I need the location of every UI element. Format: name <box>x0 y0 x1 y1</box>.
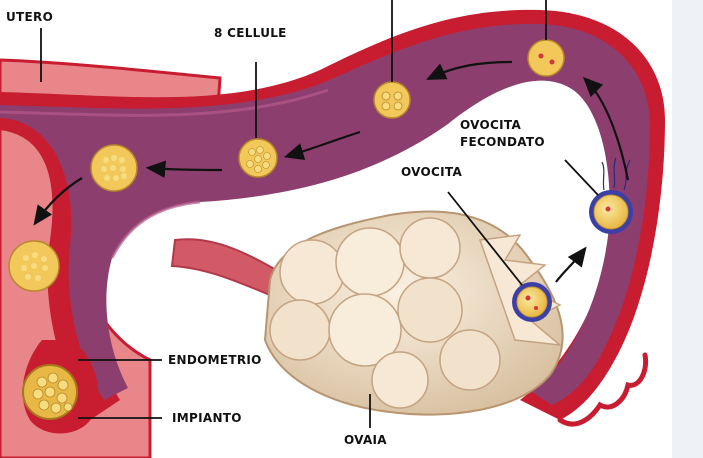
label-ovocita-fecondato-line2: FECONDATO <box>460 135 545 149</box>
label-ovocita: OVOCITA <box>401 165 462 179</box>
label-ovocita-fecondato-line1: OVOCITA <box>460 118 521 132</box>
label-utero: UTERO <box>6 10 53 24</box>
label-impianto: IMPIANTO <box>172 411 242 425</box>
background-strip <box>672 0 703 458</box>
leader-ovocita <box>447 191 523 286</box>
arrow-ovary-to-tube <box>555 246 587 283</box>
implantation-cells <box>32 372 73 414</box>
leader-lines <box>40 0 599 428</box>
ovarian-ligament <box>170 238 287 302</box>
label-endometrio: ENDOMETRIO <box>168 353 262 367</box>
cell-ovocita <box>512 282 552 322</box>
fimbriae <box>557 352 649 427</box>
cell-ovocita-fecondato <box>589 190 633 234</box>
cell-4-stage <box>373 81 411 119</box>
cell-2-stage <box>527 39 565 77</box>
arrow-up-tube <box>582 76 630 181</box>
arrow-icon <box>33 60 630 283</box>
arrow-8cell-to-morula <box>145 160 223 178</box>
cell-morula <box>90 144 138 192</box>
fallopian-tube-lumen <box>0 23 650 405</box>
leader-fecondato <box>564 159 599 196</box>
ovary-icon <box>263 210 564 416</box>
cell-8-stage <box>238 138 278 178</box>
label-8-cellule: 8 CELLULE <box>214 26 287 40</box>
cell-icon <box>8 39 633 322</box>
cell-blastocyst <box>8 240 60 292</box>
arrow-morula-to-uterus <box>33 177 83 226</box>
arrow-2cell-to-4cell <box>426 60 513 80</box>
label-ovaia: OVAIA <box>344 433 387 447</box>
arrow-4cell-to-8cell <box>283 130 361 161</box>
tube-inner-lining <box>0 88 329 259</box>
